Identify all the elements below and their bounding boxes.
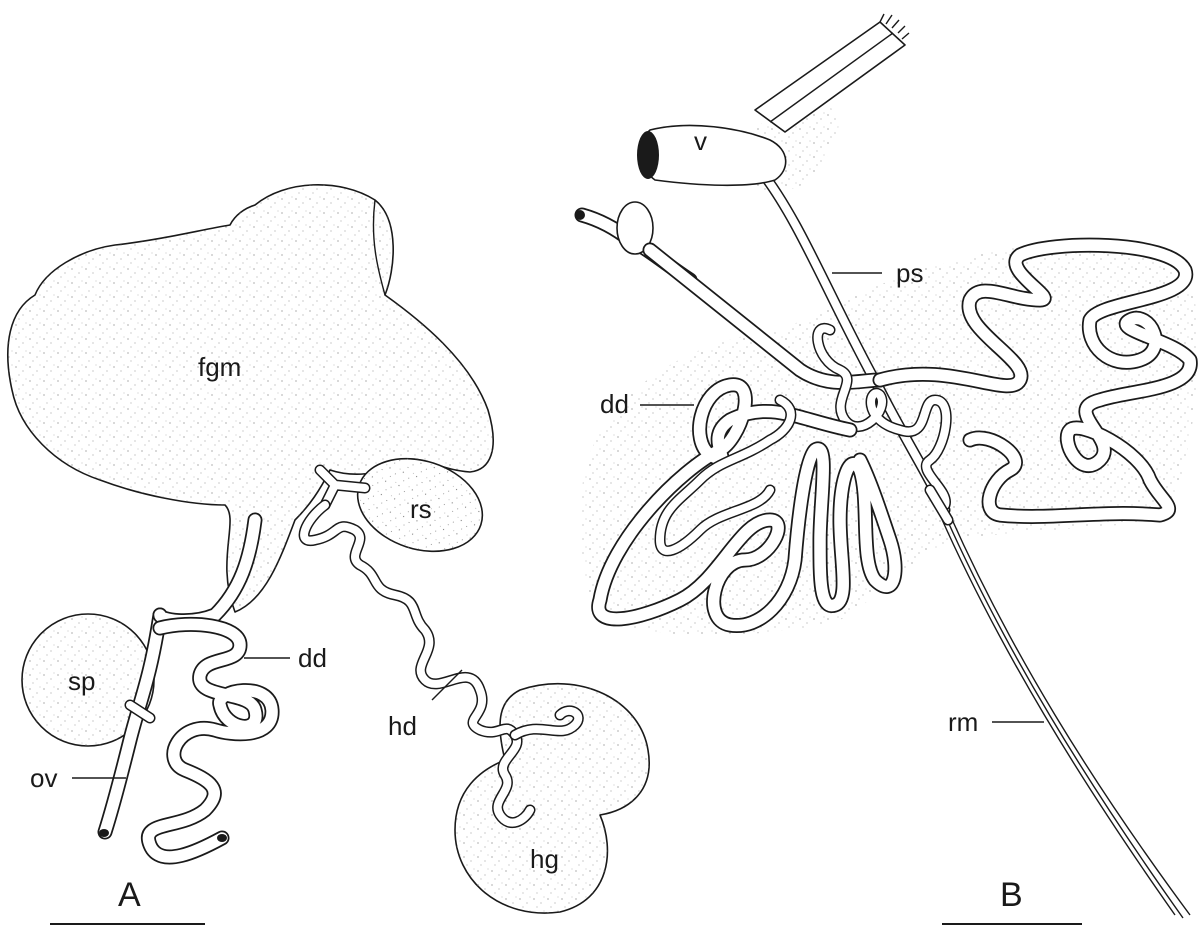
label-ov: ov <box>30 763 57 793</box>
panel-a: fgm rs sp dd hd ov hg A <box>8 185 649 924</box>
dd-duct-fill <box>148 624 272 857</box>
panel-label-a: A <box>118 876 141 914</box>
label-hd: hd <box>388 711 417 741</box>
panel-b: v ps dd rm B <box>575 14 1197 924</box>
v-appendage-midline <box>770 33 893 122</box>
b-bulb-tip <box>575 210 585 220</box>
label-ps: ps <box>896 258 923 288</box>
label-sp: sp <box>68 666 95 696</box>
label-rm: rm <box>948 707 978 737</box>
rm-line-3 <box>945 515 1183 918</box>
label-fgm: fgm <box>198 352 241 382</box>
rm-line-2 <box>950 515 1190 915</box>
ov-opening <box>99 829 109 837</box>
label-v: v <box>694 126 707 156</box>
label-dd-b: dd <box>600 389 629 419</box>
label-rs: rs <box>410 494 432 524</box>
panel-label-b: B <box>1000 876 1023 914</box>
hg-shading <box>455 684 649 913</box>
label-dd-a: dd <box>298 643 327 673</box>
dd-opening <box>217 834 227 842</box>
v-opening <box>637 131 659 179</box>
label-hg: hg <box>530 844 559 874</box>
